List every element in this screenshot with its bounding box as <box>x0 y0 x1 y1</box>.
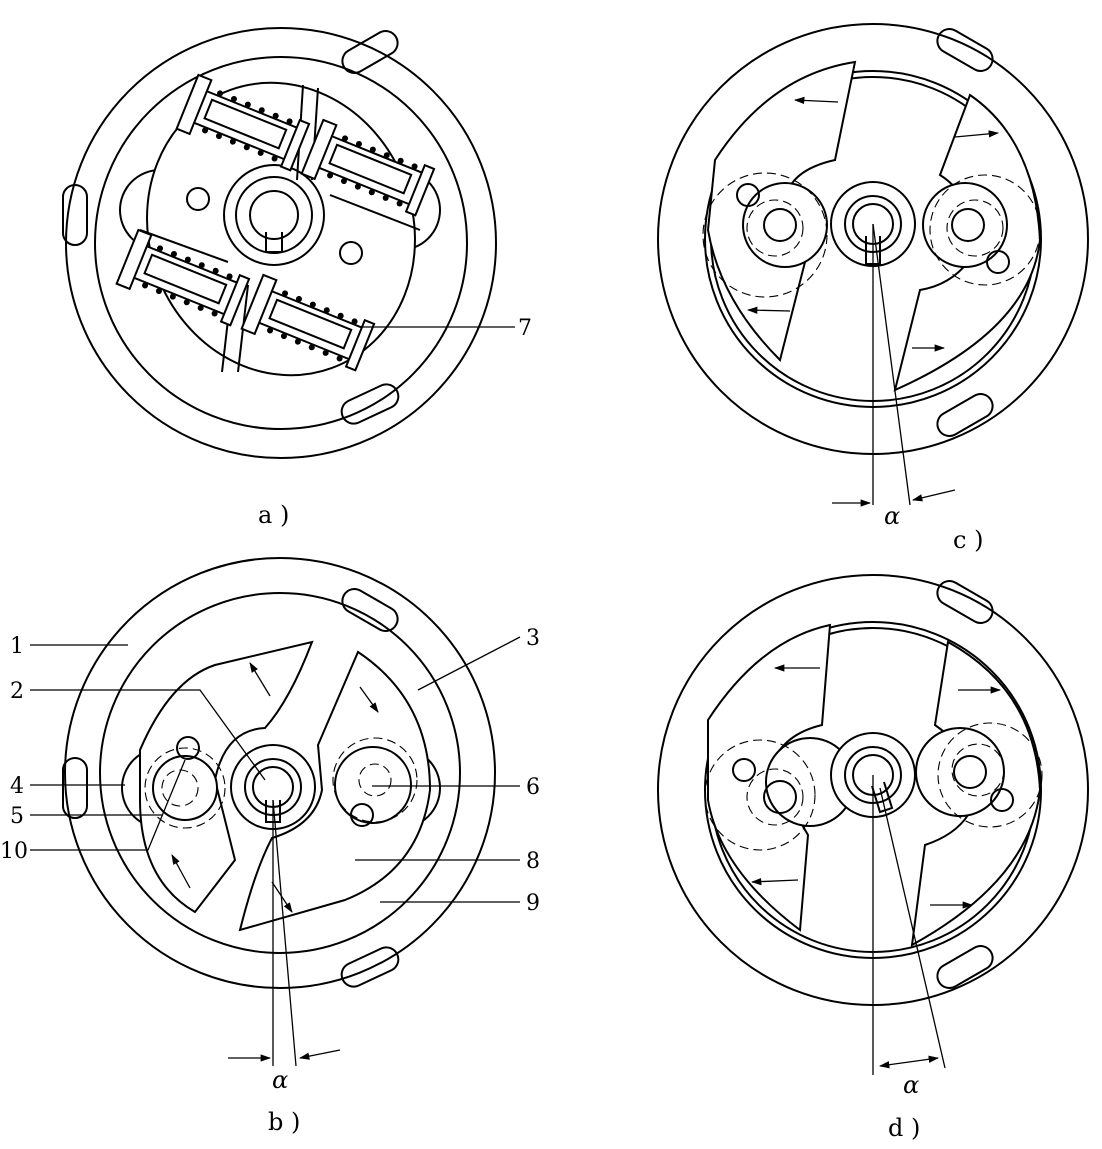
slot-b-bottom <box>340 946 400 988</box>
roller-b-left <box>152 755 218 821</box>
shaft-a <box>249 190 299 240</box>
angle-b-label: α <box>272 1066 288 1094</box>
panel-c: α c ) <box>657 23 1089 554</box>
key-a <box>265 232 283 253</box>
dashed-c-left <box>702 172 828 298</box>
spring-a-top-right <box>300 118 436 217</box>
callout-7: 7 <box>518 316 532 341</box>
callout-9: 9 <box>526 891 540 916</box>
leader-3 <box>417 636 521 691</box>
weight-gap-a6 <box>329 194 421 231</box>
hub-outer-a <box>223 164 325 266</box>
angle-c-rot <box>872 223 911 506</box>
roller-c-left <box>742 182 828 268</box>
dashed-c-right-inner <box>946 199 1004 257</box>
callout-3: 3 <box>526 626 540 651</box>
roller-d-left-pin <box>763 780 797 814</box>
callout-4: 4 <box>10 774 24 799</box>
roller-c-right-pin <box>951 208 985 242</box>
angle-c-arrow-r <box>911 489 956 502</box>
dashed-b-left-inner <box>161 769 199 807</box>
callout-2: 2 <box>10 679 24 704</box>
pin-hole-c2 <box>986 250 1010 274</box>
pin-hole-a2 <box>339 241 363 265</box>
pin-hole-d2 <box>990 788 1014 812</box>
arrow-d-3 <box>750 877 799 886</box>
pin-hole-a1 <box>186 187 210 211</box>
angle-c-label: α <box>884 502 900 530</box>
leader-2 <box>30 689 266 781</box>
inner-ring-b <box>99 592 461 954</box>
arrow-c-3 <box>746 306 791 314</box>
weight-body-a <box>146 81 416 377</box>
caption-b: b ) <box>268 1108 300 1136</box>
leader-10 <box>30 759 186 851</box>
dashed-d-right <box>937 722 1043 828</box>
slot-b-left <box>62 757 88 819</box>
pin-hole-b2 <box>350 803 374 827</box>
callout-1: 1 <box>10 634 24 659</box>
caption-c: c ) <box>953 526 983 554</box>
roller-b-right <box>334 746 412 824</box>
spring-a-top-left <box>175 73 311 172</box>
angle-b-rot <box>272 799 297 1067</box>
arrow-c-1 <box>793 96 839 105</box>
pin-hole-b1 <box>176 736 200 760</box>
flyweight-b-left <box>139 640 314 914</box>
dashed-d-left-inner <box>746 768 804 826</box>
dashed-b-right-inner <box>358 763 392 797</box>
key-d <box>871 781 894 814</box>
spring-a-bottom-right <box>240 273 376 372</box>
slot-c-top <box>936 28 994 72</box>
arrow-c-2 <box>954 130 1000 138</box>
angle-d-rot <box>879 787 946 1069</box>
callout-6: 6 <box>526 775 540 800</box>
callout-8: 8 <box>526 849 540 874</box>
pin-hole-d1 <box>732 758 756 782</box>
caption-a: a ) <box>258 501 289 529</box>
dashed-c-right <box>929 174 1041 286</box>
dashed-b-left <box>144 747 226 829</box>
roller-c-left-pin <box>763 208 797 242</box>
dashed-d-right-inner <box>951 743 1005 797</box>
slot-a-top <box>341 30 399 74</box>
dashed-b-right <box>332 737 418 823</box>
dashed-d-left <box>704 739 816 851</box>
slot-d-bottom <box>936 945 994 989</box>
angle-d-arrow <box>878 1055 940 1069</box>
pin-hole-c1 <box>736 183 760 207</box>
callout-5: 5 <box>10 804 24 829</box>
roller-d-right-pin <box>953 755 987 789</box>
inner-ring-a <box>94 56 468 430</box>
callout-10: 10 <box>0 839 28 864</box>
arrow-b-3 <box>171 854 191 889</box>
slot-b-top <box>341 588 399 632</box>
spring-a-bottom-left <box>115 228 251 327</box>
slot-a-bottom <box>340 383 400 425</box>
weight-gap-a5 <box>139 229 229 263</box>
roller-c-right <box>922 182 1008 268</box>
slot-a-left <box>62 184 88 246</box>
caption-d: d ) <box>888 1114 920 1142</box>
panel-b: α b ) 1 2 3 4 5 6 8 9 10 <box>0 557 540 1136</box>
outer-plate-a <box>65 27 497 459</box>
panel-d: α d ) <box>657 574 1089 1142</box>
angle-d-label: α <box>903 1071 919 1099</box>
outer-plate-b <box>64 557 496 989</box>
slot-d-top <box>936 580 994 624</box>
angle-b-arrow-r <box>298 1049 341 1060</box>
panel-a: 7 a ) <box>62 27 532 529</box>
arrow-b-1 <box>249 662 271 697</box>
slot-c-bottom <box>936 393 994 437</box>
arrow-b-2 <box>359 686 379 713</box>
dashed-c-left-inner <box>746 199 804 257</box>
